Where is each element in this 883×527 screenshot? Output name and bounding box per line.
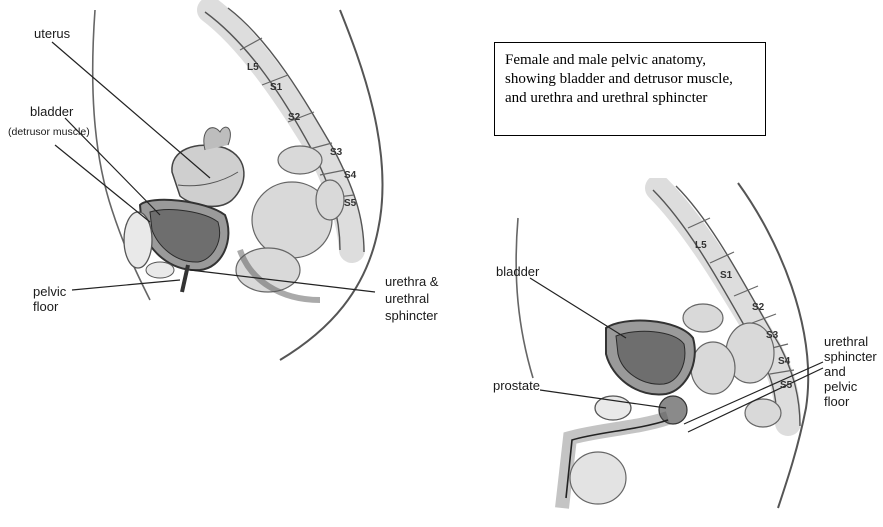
male-pubic-bone [595, 396, 631, 420]
female-vertebra-l5: L5 [247, 62, 259, 73]
label-sphincter-male: sphincter [824, 349, 877, 364]
label-pelvic: pelvic [33, 284, 66, 299]
female-vertebra-s5: S5 [344, 198, 357, 209]
female-pelvis-drawing: L5 S1 S2 S3 S4 S5 [0, 0, 470, 380]
leader-male-bladder [530, 278, 626, 338]
male-vertebra-s3: S3 [766, 330, 779, 341]
female-vertebra-s3: S3 [330, 147, 343, 158]
label-and: and [824, 364, 846, 379]
label-prostate: prostate [493, 378, 540, 393]
male-abdomen-contour [516, 218, 533, 378]
female-vertebra-s1: S1 [270, 82, 283, 93]
female-fallopian-tube [204, 127, 231, 150]
male-vertebra-l5: L5 [695, 240, 707, 251]
label-urethral-male: urethral [824, 334, 868, 349]
male-vertebra-s5: S5 [780, 380, 793, 391]
male-vertebra-s1: S1 [720, 270, 733, 281]
label-detrusor-muscle: (detrusor muscle) [8, 126, 90, 138]
female-vertebra-s4: S4 [344, 170, 357, 181]
label-pelvic-male: pelvic [824, 379, 857, 394]
label-bladder: bladder [30, 104, 73, 119]
leader-uterus [52, 42, 210, 178]
leader-pelvic-floor [72, 280, 180, 290]
male-pelvis-illustration: L5 S1 S2 S3 S4 S5 bladder prostate ureth… [488, 178, 883, 527]
female-pelvis-illustration: L5 S1 S2 S3 S4 S5 uterus bladder (detrus… [0, 0, 470, 380]
label-sphincter: sphincter [385, 308, 438, 323]
label-urethral: urethral [385, 291, 429, 306]
male-vertebra-s4: S4 [778, 356, 791, 367]
label-urethra: urethra & [385, 274, 438, 289]
male-scrotum [570, 452, 626, 504]
female-pubic-bone-lower [146, 262, 174, 278]
male-vertebra-s2: S2 [752, 302, 765, 313]
label-uterus: uterus [34, 26, 70, 41]
female-vertebra-s2: S2 [288, 112, 301, 123]
label-floor-male: floor [824, 394, 849, 409]
label-male-bladder: bladder [496, 264, 539, 279]
figure-caption: Female and male pelvic anatomy, showing … [494, 42, 766, 136]
label-floor: floor [33, 299, 58, 314]
